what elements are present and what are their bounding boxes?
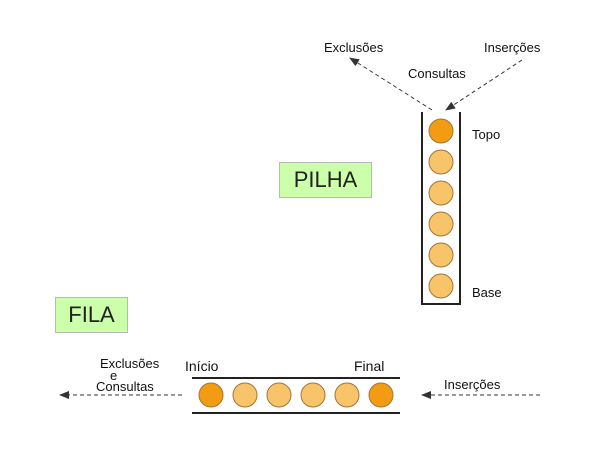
fila-title: FILA bbox=[55, 297, 128, 333]
fila-e-label: e bbox=[110, 368, 118, 383]
fila-exclusoes-label: Exclusões bbox=[100, 356, 160, 371]
pilha-item bbox=[428, 273, 454, 299]
fila-consultas-label: Consultas bbox=[96, 379, 154, 394]
pilha-top-item bbox=[428, 118, 454, 144]
fila-first-item bbox=[198, 382, 224, 408]
pilha-insercoes-label: Inserções bbox=[484, 40, 541, 55]
fila-final-label: Final bbox=[354, 358, 385, 374]
fila-item bbox=[266, 382, 292, 408]
fila-item bbox=[232, 382, 258, 408]
fila-items bbox=[198, 382, 394, 408]
pilha-items bbox=[428, 118, 454, 299]
fila-last-item bbox=[368, 382, 394, 408]
pilha-container bbox=[421, 112, 461, 305]
fila-item bbox=[300, 382, 326, 408]
pilha-topo-label: Topo bbox=[472, 127, 501, 142]
pilha-insercoes-arrow bbox=[445, 59, 523, 111]
pilha-exclusoes-arrow bbox=[349, 57, 433, 111]
pilha-item bbox=[428, 242, 454, 268]
pilha-item bbox=[428, 211, 454, 237]
fila-item bbox=[334, 382, 360, 408]
fila-inicio-label: Início bbox=[185, 358, 219, 374]
fila-insercoes-label: Inserções bbox=[444, 377, 501, 392]
pilha-consultas-label: Consultas bbox=[408, 66, 466, 81]
pilha-exclusoes-label: Exclusões bbox=[324, 40, 384, 55]
pilha-item bbox=[428, 180, 454, 206]
pilha-item bbox=[428, 149, 454, 175]
pilha-base-label: Base bbox=[472, 285, 502, 300]
pilha-title: PILHA bbox=[279, 162, 372, 198]
